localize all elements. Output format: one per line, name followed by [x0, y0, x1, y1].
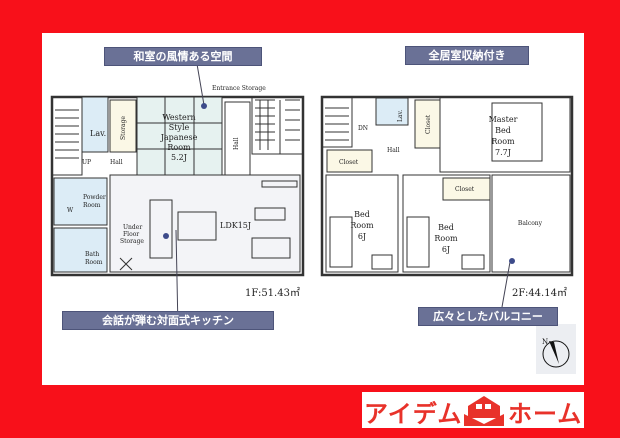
bed1-size: 6J	[358, 232, 366, 241]
room-entrance-storage: Entrance Storage	[212, 85, 266, 92]
room-bath-l2: Room	[85, 259, 103, 266]
stairs-dn: DN	[358, 125, 368, 132]
caption-kitchen: 会話が弾む対面式キッチン	[62, 311, 274, 330]
bed2-l1: Bed	[438, 223, 454, 232]
svg-text:N: N	[542, 338, 548, 346]
stairs-up: UP	[82, 159, 91, 166]
room-japanese-size: 5.2J	[171, 153, 187, 162]
floor1-plan	[50, 95, 305, 277]
bed2-l2: Room	[434, 234, 458, 243]
closet-bed2: Closet	[455, 186, 475, 193]
floor2-plan	[320, 95, 574, 277]
caption-balcony: 広々としたバルコニー	[418, 307, 558, 326]
floor1-area: 1F:51.43㎡	[245, 288, 300, 299]
master-size: 7.7J	[495, 148, 511, 157]
closet-left: Closet	[339, 159, 359, 166]
closet-master: Closet	[425, 114, 432, 134]
compass-icon: N	[536, 324, 576, 374]
room-lav-1f: Lav.	[90, 129, 106, 138]
master-l1: Master	[489, 115, 518, 124]
under-floor-l2: Floor	[123, 231, 139, 238]
caption-storage: 全居室収納付き	[405, 46, 529, 65]
master-l3: Room	[491, 137, 515, 146]
room-hall-1f-v: Hall	[233, 137, 240, 150]
room-japanese-l2: Style	[169, 123, 190, 132]
room-bath-l1: Bath	[85, 251, 99, 258]
under-floor-l3: Storage	[120, 238, 144, 245]
room-hall-1f: Hall	[110, 159, 123, 166]
room-ldk: LDK15J	[220, 221, 251, 230]
master-l2: Bed	[495, 126, 511, 135]
bed1-l1: Bed	[354, 210, 370, 219]
room-japanese-l4: Room	[167, 143, 191, 152]
bed1-l2: Room	[350, 221, 374, 230]
room-balcony: Balcony	[518, 220, 543, 227]
logo-left-text: アイデム	[364, 400, 463, 428]
room-japanese-l3: Japanese	[160, 133, 198, 142]
room-powder-l2: Room	[83, 202, 101, 209]
under-floor-l1: Under	[123, 224, 142, 231]
room-japanese-l1: Western	[162, 113, 195, 122]
room-storage-1f: Storage	[120, 116, 127, 140]
floor2-area: 2F:44.14㎡	[512, 288, 567, 299]
room-powder-l1: Powder	[83, 194, 106, 201]
room-hall-2f: Hall	[387, 147, 400, 154]
logo-right-text: ホーム	[508, 400, 583, 428]
bed2-size: 6J	[442, 245, 450, 254]
caption-japanese-room: 和室の風情ある空間	[104, 47, 262, 66]
washer-mark: W	[67, 207, 74, 214]
room-lav-2f: Lav.	[397, 110, 404, 122]
company-logo: アイデム ホーム	[362, 392, 584, 428]
house-icon	[464, 396, 504, 426]
